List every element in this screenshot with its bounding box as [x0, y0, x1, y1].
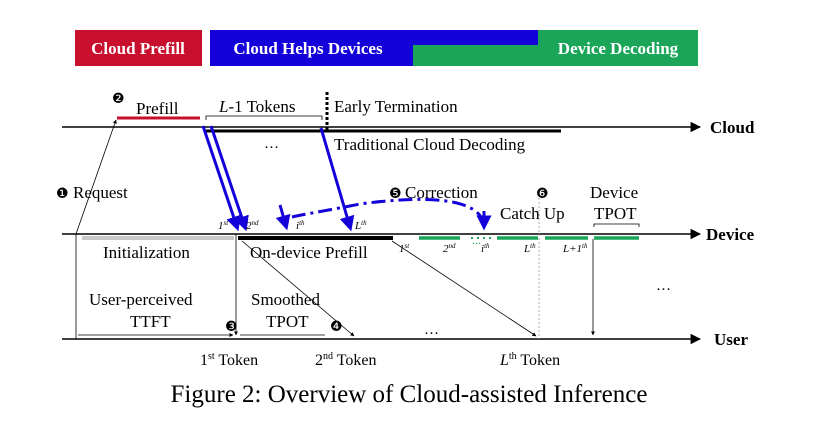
l-minus-1-tokens-brace — [205, 115, 323, 120]
cloud-helps-devices-label: Cloud Helps Devices — [233, 39, 383, 58]
device-ellipsis: … — [656, 278, 671, 294]
token-transfer-arrows — [201, 125, 492, 232]
on-device-prefill-label: On-device Prefill — [250, 243, 368, 262]
request-label: Request — [73, 183, 128, 202]
Lth-token-delivery — [391, 240, 537, 337]
cloud-prefill-label: Cloud Prefill — [91, 39, 185, 58]
step-2-marker: ❷ — [112, 90, 125, 106]
initialization-label: Initialization — [103, 243, 190, 262]
step-4-marker: ❹ — [330, 318, 343, 334]
early-termination-label: Early Termination — [334, 97, 458, 116]
figure-caption: Figure 2: Overview of Cloud-assisted Inf… — [171, 381, 648, 408]
decode-label-ith: ith — [481, 242, 490, 255]
guide-lines — [75, 198, 595, 339]
device-tpot-label-line2: TPOT — [594, 204, 637, 223]
user-row: User-perceived TTFT Smoothed TPOT ❸ ❹ … … — [78, 290, 560, 369]
prefill-label: Prefill — [136, 99, 179, 118]
decode-label-L1th: L+1th — [562, 242, 588, 255]
arrival-label-ith: ith — [296, 219, 305, 232]
arrival-label-1st: 1st — [218, 219, 229, 232]
device-tpot-bracket — [593, 223, 640, 227]
token-2-label: 2nd Token — [315, 351, 376, 369]
device-row: Initialization On-device Prefill 1st 2nd… — [82, 219, 671, 294]
transfer-arrow-2 — [209, 125, 249, 232]
token-1-label: 1st Token — [200, 351, 258, 369]
step-1-marker: ❶ — [56, 185, 69, 201]
device-decoding-label: Device Decoding — [558, 39, 679, 58]
arrival-label-2nd: 2nd — [246, 219, 259, 232]
device-timeline-label: Device — [706, 225, 755, 244]
step-6-marker: ❻ — [536, 185, 549, 201]
user-ellipsis: … — [424, 322, 439, 338]
user-perceived-label: User-perceived — [89, 290, 193, 309]
decode-label-Lth: Lth — [523, 242, 536, 255]
correction-arrow-head — [275, 204, 291, 231]
decode-label-1st: 1st — [399, 242, 410, 255]
transfer-arrow-L — [319, 127, 355, 232]
smoothed-label: Smoothed — [251, 290, 320, 309]
correction-label: Correction — [405, 183, 478, 202]
ttft-label: TTFT — [130, 312, 171, 331]
traditional-decoding-label: Traditional Cloud Decoding — [334, 135, 526, 154]
second-token-delivery — [241, 240, 355, 337]
user-timeline-label: User — [714, 330, 748, 349]
cloud-timeline-label: Cloud — [710, 118, 755, 137]
transfer-arrow-1 — [201, 125, 241, 232]
tpot-label: TPOT — [266, 312, 309, 331]
decode-label-2nd: 2nd — [443, 242, 456, 255]
middle-row: ❶ Request ❺ Correction ❻ Catch Up Device… — [56, 119, 640, 235]
arrival-label-Lth: Lth — [354, 219, 367, 232]
cloud-row: ❷ Prefill L-1 Tokens Early Termination …… — [112, 90, 561, 154]
device-tpot-label-line1: Device — [590, 183, 638, 202]
l-minus-1-tokens-label: L-1 Tokens — [218, 97, 295, 116]
request-arrow — [75, 119, 117, 235]
phase-banner: Cloud Prefill Cloud Helps Devices Device… — [75, 30, 698, 66]
step-5-marker: ❺ — [389, 185, 402, 201]
cloud-prefill-box — [75, 30, 202, 66]
catch-up-label: Catch Up — [500, 204, 565, 223]
correction-arrow — [291, 197, 486, 225]
decode-label-dots: ... — [472, 233, 481, 247]
timelines: Cloud Device User — [62, 118, 755, 349]
cloud-ellipsis: … — [264, 136, 279, 152]
token-L-label: Lth Token — [499, 351, 560, 369]
cloud-helps-devices-box — [210, 30, 538, 66]
device-decoding-box — [413, 30, 698, 66]
step-3-marker: ❸ — [225, 318, 238, 334]
